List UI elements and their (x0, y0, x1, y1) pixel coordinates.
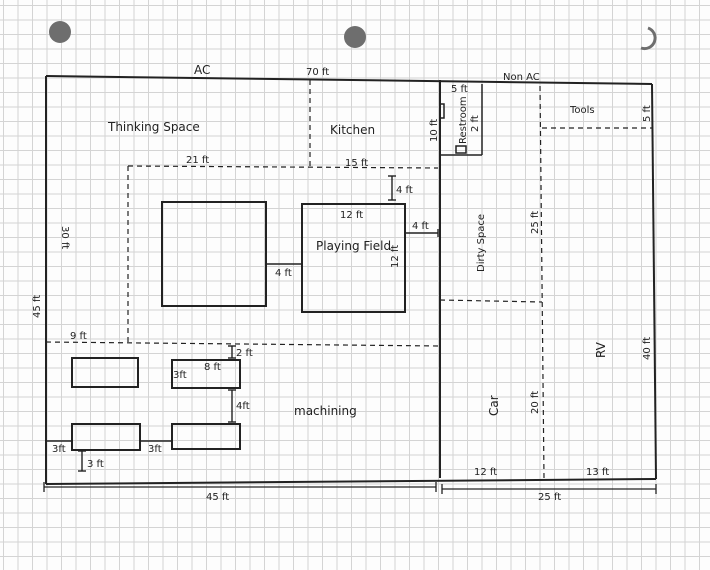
dashed-partitions (45, 80, 652, 479)
binder-hole-right-icon (640, 26, 657, 51)
dim-dirty-25: 25 ft (530, 211, 541, 234)
dim-4-vertical: 4 ft (396, 185, 413, 196)
dim-9: 9 ft (70, 331, 87, 342)
bottom-dimension-lines (43, 482, 657, 494)
dim-15: 15 ft (345, 158, 368, 169)
dim-field-12-side: 12 ft (390, 245, 401, 268)
kitchen-label: Kitchen (330, 123, 375, 137)
rv-label: RV (594, 341, 608, 358)
dim-4-machines: 4ft (236, 401, 250, 412)
binder-hole-middle-icon (344, 26, 366, 48)
dim-car-12: 12 ft (474, 467, 497, 478)
dim-restroom-5: 5 ft (451, 84, 468, 95)
ac-header: AC (194, 63, 210, 77)
dim-21: 21 ft (186, 155, 209, 166)
non-ac-header: Non AC (503, 72, 540, 83)
dim-top-70: 70 ft (306, 67, 329, 78)
machine-top-right (171, 359, 241, 389)
thinking-space-label: Thinking Space (107, 120, 200, 134)
restroom-label: Restroom (458, 96, 469, 144)
dim-3-mid: 3ft (148, 444, 162, 455)
machine-bottom-right (171, 423, 241, 450)
restroom-room (439, 84, 483, 156)
dim-3-side: 3ft (173, 370, 187, 381)
dim-3-below: 3 ft (87, 459, 104, 470)
dim-rv-40: 40 ft (642, 337, 653, 360)
restroom-fixture-bottom-icon (455, 145, 467, 154)
playing-field-label-line1: Playing Field (316, 239, 391, 253)
dim-restroom-10: 10 ft (429, 119, 440, 142)
dim-4-right: 4 ft (412, 221, 429, 232)
dirty-space-label: Dirty Space (476, 214, 487, 272)
dim-bottom-25: 25 ft (538, 492, 561, 503)
machine-bottom-left (71, 423, 141, 451)
playing-field-box (301, 203, 406, 313)
dim-left-30: 30 ft (59, 226, 70, 249)
building-outline (45, 75, 657, 485)
square-table (161, 201, 267, 307)
dimension-markers (45, 175, 439, 472)
dim-car-20: 20 ft (530, 391, 541, 414)
dim-rv-13: 13 ft (586, 467, 609, 478)
car-label: Car (487, 395, 501, 416)
restroom-fixture-top-icon (439, 103, 445, 119)
dim-field-12-top: 12 ft (340, 210, 363, 221)
dim-2: 2 ft (236, 348, 253, 359)
dim-tools-5: 5 ft (642, 105, 653, 122)
machine-top-left (71, 357, 139, 388)
dim-left-45: 45 ft (32, 295, 43, 318)
dim-8: 8 ft (204, 362, 221, 373)
tools-label: Tools (569, 105, 595, 116)
dim-3-left: 3ft (52, 444, 66, 455)
dim-restroom-2: 2 ft (470, 115, 481, 132)
binder-hole-left-icon (49, 21, 71, 43)
dim-bottom-45: 45 ft (206, 492, 229, 503)
dim-4-between: 4 ft (275, 268, 292, 279)
machining-label: machining (294, 404, 357, 418)
